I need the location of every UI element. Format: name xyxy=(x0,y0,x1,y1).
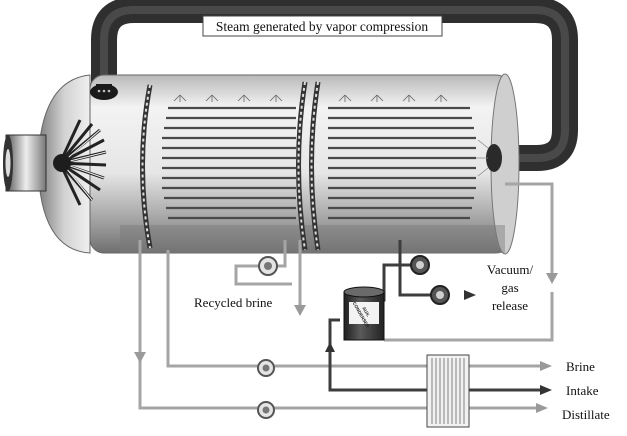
light-pipes xyxy=(138,182,554,410)
steam-inlet xyxy=(476,139,502,177)
vacuum-label-3: release xyxy=(492,298,528,313)
pump-icon xyxy=(257,255,450,419)
vacuum-label-2: gas xyxy=(501,280,518,295)
tube-bundle-2 xyxy=(328,106,476,220)
auxiliary-condenser-icon: AUX. CONDENSER xyxy=(343,286,385,341)
distillate-label: Distillate xyxy=(562,407,610,422)
dark-pipe-arrows xyxy=(325,290,552,395)
steam-label: Steam generated by vapor compression xyxy=(216,19,428,34)
tube-sheet-left xyxy=(140,84,153,249)
compressor-icon xyxy=(3,84,118,206)
intake-label: Intake xyxy=(566,383,599,398)
steam-label-box: Steam generated by vapor compression xyxy=(202,15,443,37)
aux-condenser-label-1: AUX. xyxy=(361,306,371,318)
recycled-brine-label: Recycled brine xyxy=(194,295,273,310)
spray-nozzle-icon xyxy=(173,94,448,102)
vacuum-label-1: Vacuum/ xyxy=(487,262,534,277)
steam-pipe xyxy=(91,0,578,171)
tube-bundle-1 xyxy=(162,106,296,220)
light-pipe-arrows xyxy=(134,273,558,413)
heat-exchanger-icon xyxy=(426,354,470,428)
tube-sheet-middle xyxy=(296,81,321,251)
brine-label: Brine xyxy=(566,359,595,374)
